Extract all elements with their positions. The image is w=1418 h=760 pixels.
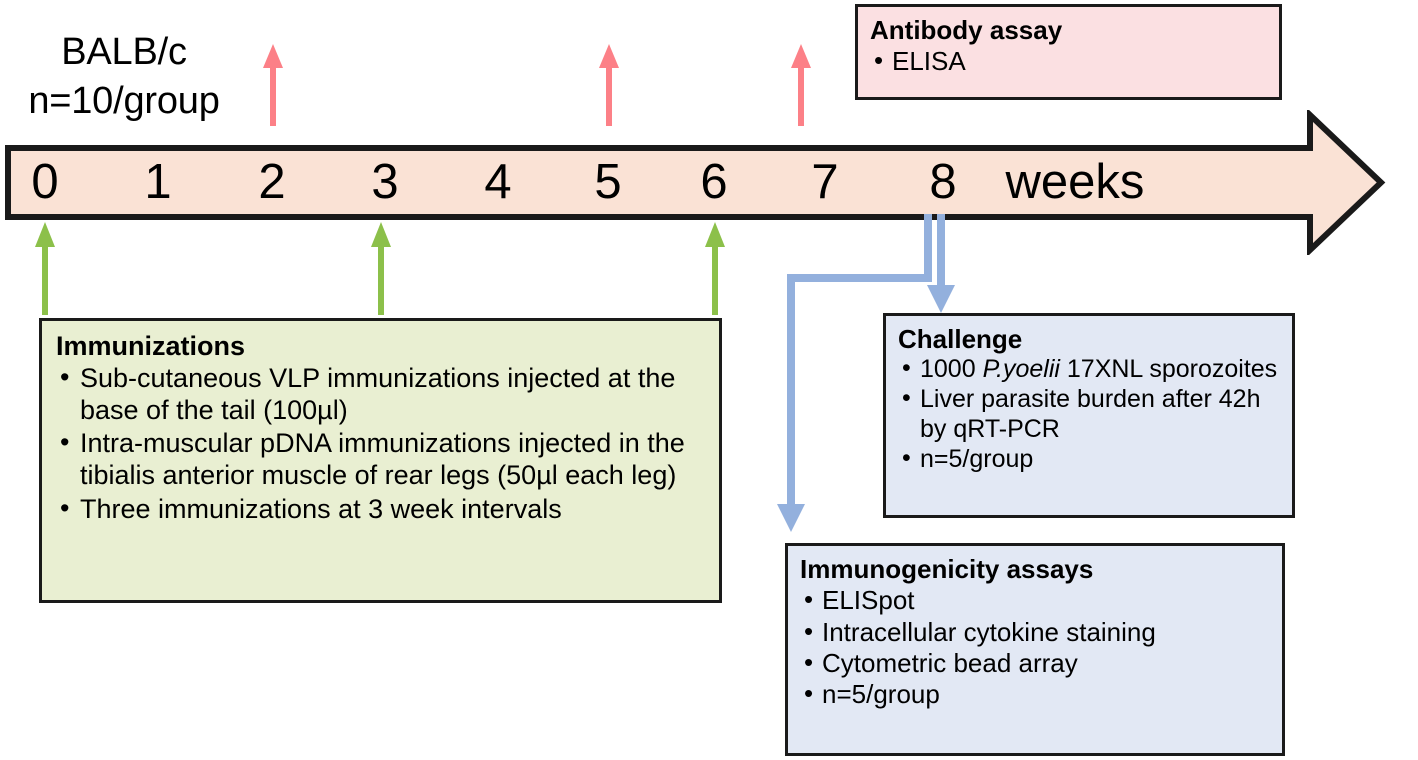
immunogenicity-assays-title: Immunogenicity assays: [800, 554, 1094, 584]
antibody-assay-box: Antibody assay ELISA: [855, 4, 1282, 100]
list-item: n=5/group: [898, 444, 1280, 474]
list-item: Sub-cutaneous VLP immunizations injected…: [56, 362, 705, 426]
immunization-arrow-week-0: [34, 222, 56, 315]
timeline-tick-6: 6: [700, 155, 728, 209]
immunization-arrow-week-6: [704, 222, 726, 315]
challenge-species: P.yoelii: [982, 355, 1060, 384]
list-item: ELISA: [870, 45, 1267, 76]
timeline-tick-1: 1: [144, 155, 172, 209]
challenge-strain: 17XNL sporozoites: [1059, 355, 1278, 384]
bleed-arrow-week-5: [598, 44, 620, 126]
list-item: Three immunizations at 3 week intervals: [56, 493, 705, 526]
timeline-tick-2: 2: [258, 155, 286, 209]
timeline-tick-5: 5: [594, 155, 622, 209]
list-item: n=5/group: [800, 678, 1270, 709]
readout-connector-arrows: [770, 210, 970, 540]
list-item: Intra-muscular pDNA immunizations inject…: [56, 427, 705, 491]
immunizations-list: Sub-cutaneous VLP immunizations injected…: [56, 362, 705, 526]
bleed-arrow-week-7: [790, 44, 812, 126]
timeline-tick-4: 4: [484, 155, 512, 209]
timeline-tick-8: 8: [929, 155, 957, 209]
timeline-tick-0: 0: [31, 155, 59, 209]
immunogenicity-assays-list: ELISpot Intracellular cytokine staining …: [800, 584, 1270, 710]
timeline-unit-label: weeks: [1005, 155, 1145, 209]
timeline-tick-3: 3: [371, 155, 399, 209]
list-item: Cytometric bead array: [800, 647, 1270, 678]
challenge-list: 1000 P.yoelii 17XNL sporozoites Liver pa…: [898, 354, 1280, 474]
bleed-arrow-week-2: [262, 44, 284, 126]
list-item: Liver parasite burden after 42h by qRT-P…: [898, 384, 1280, 444]
immunization-arrow-week-3: [370, 222, 392, 315]
antibody-assay-title: Antibody assay: [870, 15, 1063, 45]
challenge-title: Challenge: [898, 324, 1023, 354]
animal-group-caption: BALB/c n=10/group: [28, 31, 220, 122]
list-item: Intracellular cytokine staining: [800, 616, 1270, 647]
antibody-assay-list: ELISA: [870, 45, 1267, 76]
challenge-box: Challenge 1000 P.yoelii 17XNL sporozoite…: [883, 313, 1295, 518]
challenge-dose: 1000: [920, 355, 983, 384]
list-item: 1000 P.yoelii 17XNL sporozoites: [898, 354, 1280, 384]
immunogenicity-assays-box: Immunogenicity assays ELISpot Intracellu…: [785, 543, 1285, 756]
immunizations-title: Immunizations: [56, 331, 246, 361]
timeline-arrow: 0 1 2 3 4 5 6 7 8 weeks: [0, 110, 1390, 255]
timeline-tick-7: 7: [811, 155, 839, 209]
list-item: ELISpot: [800, 584, 1270, 615]
immunizations-box: Immunizations Sub-cutaneous VLP immuniza…: [39, 318, 722, 603]
